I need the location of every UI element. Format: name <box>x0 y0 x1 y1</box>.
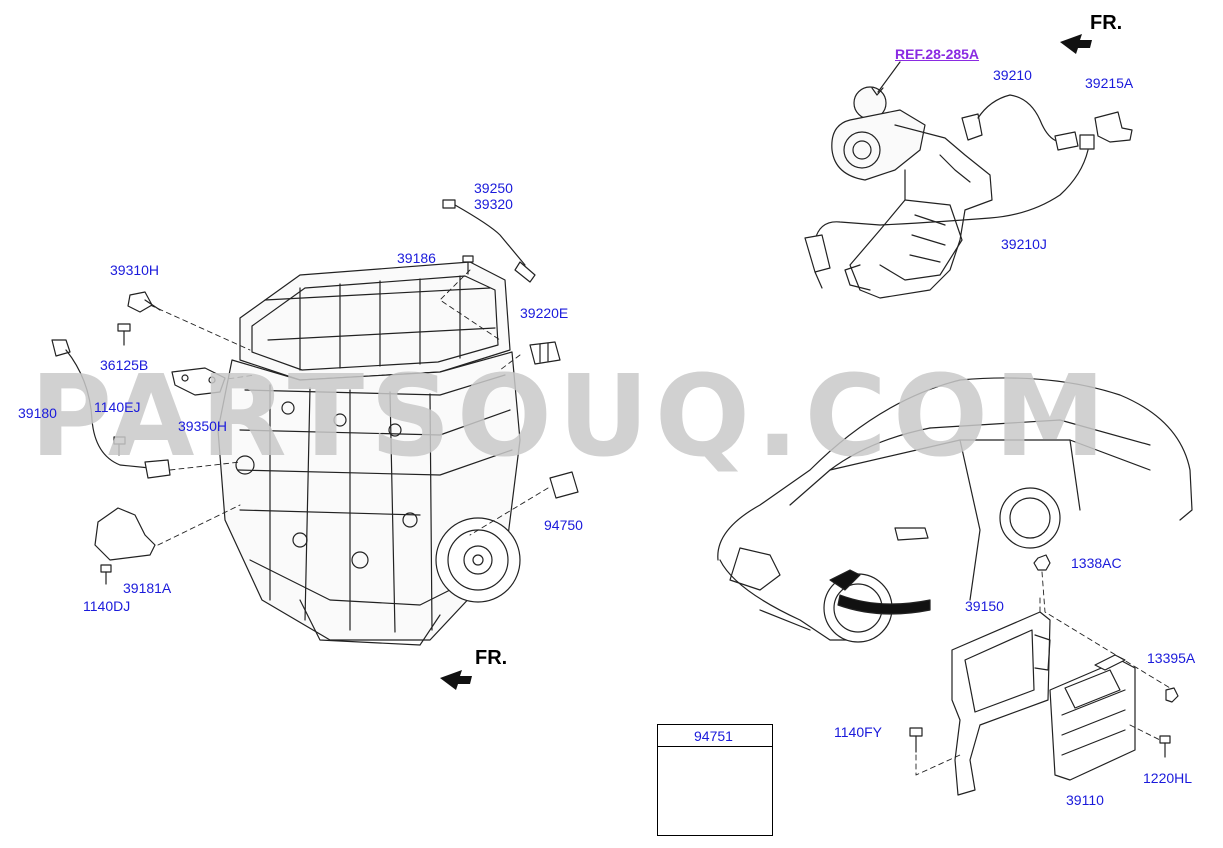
sensor-39180 <box>51 339 171 479</box>
callout-1140DJ[interactable]: 1140DJ <box>83 598 131 614</box>
callout-39350H[interactable]: 39350H <box>178 418 228 434</box>
fr-indicator-bottom: FR. <box>475 647 508 669</box>
callout-39210[interactable]: 39210 <box>993 67 1032 83</box>
callout-1140FY[interactable]: 1140FY <box>834 724 882 740</box>
ref-link[interactable]: REF.28-285A <box>895 46 980 62</box>
sensor-39220E <box>529 341 561 365</box>
ref-leader <box>877 61 901 93</box>
inset-box: 94751 <box>657 724 773 836</box>
callout-39110[interactable]: 39110 <box>1066 792 1104 808</box>
nut-13395A <box>1165 687 1179 703</box>
ecu-39110 <box>1049 654 1136 781</box>
shield-39181A <box>94 507 156 561</box>
o2-sensor-39210J <box>804 149 1089 289</box>
callout-39181A[interactable]: 39181A <box>123 580 172 596</box>
callout-39310H[interactable]: 39310H <box>110 262 160 278</box>
sensor-39310H <box>127 291 161 313</box>
callout-1140EJ[interactable]: 1140EJ <box>94 399 141 415</box>
fr-arrow-bottom-shape <box>440 670 472 690</box>
callout-39180[interactable]: 39180 <box>18 405 57 421</box>
callout-94750[interactable]: 94750 <box>544 517 583 533</box>
callout-39150[interactable]: 39150 <box>965 598 1004 614</box>
callout-94751[interactable]: 94751 <box>694 728 733 744</box>
sensor-39250 <box>442 199 536 283</box>
inset-header: 94751 <box>658 725 772 747</box>
watermark: PARTSOUQ.COM <box>30 352 1112 482</box>
engine-leaders <box>149 269 549 546</box>
callout-39250[interactable]: 39250 <box>474 180 513 196</box>
ref-arrowhead <box>871 87 884 96</box>
car-outline <box>717 377 1193 643</box>
callout-36125B[interactable]: 36125B <box>100 357 149 373</box>
engine-block <box>217 261 521 646</box>
fr-arrow-top-shape <box>1060 34 1092 54</box>
bracket-39350H <box>171 367 226 396</box>
callout-39320[interactable]: 39320 <box>474 196 513 212</box>
bolt-1140EJ <box>113 436 126 456</box>
bolt-36125B <box>117 323 131 346</box>
callout-39210J[interactable]: 39210J <box>1001 236 1047 252</box>
bolt-1220HL <box>1159 735 1171 758</box>
nut-1338AC <box>1033 554 1051 571</box>
bolt-1140DJ <box>100 564 112 585</box>
ecu-leaders <box>915 571 1171 776</box>
bracket-39215A <box>1079 111 1133 150</box>
callout-39186[interactable]: 39186 <box>397 250 436 266</box>
o2-sensor-39210 <box>961 94 1079 151</box>
ecu-bracket-39150 <box>951 611 1051 796</box>
callout-13395A[interactable]: 13395A <box>1147 650 1196 666</box>
callout-1338AC[interactable]: 1338AC <box>1071 555 1122 571</box>
fr-indicator-top: FR. <box>1090 12 1123 34</box>
turbo-manifold <box>831 86 993 299</box>
bolt-39186 <box>462 255 474 275</box>
callout-1220HL[interactable]: 1220HL <box>1143 770 1193 786</box>
callout-39215A[interactable]: 39215A <box>1085 75 1134 91</box>
callout-39220E[interactable]: 39220E <box>520 305 569 321</box>
bolt-1140FY <box>909 727 923 753</box>
sensor-94750 <box>549 471 579 499</box>
